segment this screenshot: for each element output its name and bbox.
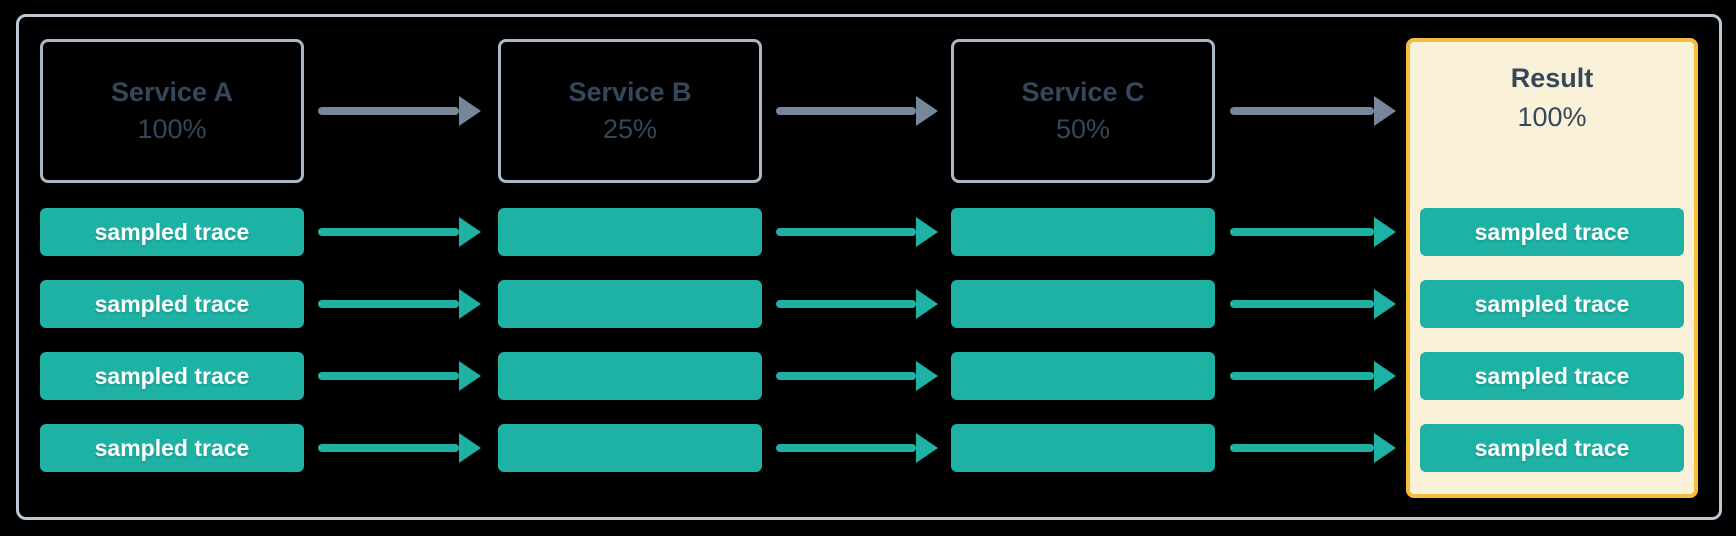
result-title: Result	[1510, 63, 1594, 93]
service-c-box: Service C 50%	[951, 39, 1215, 183]
trace-bar-label: sampled trace	[94, 290, 250, 317]
trace-bar-label: sampled trace	[94, 362, 250, 389]
trace-bar-a-1: sampled trace	[40, 208, 304, 256]
service-b-rate: 25%	[602, 113, 658, 144]
trace-bar-a-3: sampled trace	[40, 352, 304, 400]
result-rate: 100%	[1517, 101, 1587, 132]
trace-bar-c-4	[951, 424, 1215, 472]
service-c-rate: 50%	[1055, 113, 1111, 144]
trace-bar-label: sampled trace	[1474, 290, 1630, 317]
arrow-right-icon-b-to-c-row-2	[776, 289, 938, 319]
arrow-right-icon-b-to-c-services	[776, 96, 938, 126]
trace-bar-a-4: sampled trace	[40, 424, 304, 472]
arrow-right-icon-c-to-result-row-4	[1230, 433, 1396, 463]
trace-bar-label: sampled trace	[1474, 362, 1630, 389]
arrow-right-icon-a-to-b-row-4	[318, 433, 481, 463]
service-a-title: Service A	[110, 76, 234, 107]
trace-bar-a-2: sampled trace	[40, 280, 304, 328]
trace-bar-label: sampled trace	[1474, 434, 1630, 461]
arrow-right-icon-c-to-result-services	[1230, 96, 1396, 126]
trace-bar-b-1	[498, 208, 762, 256]
arrow-right-icon-c-to-result-row-2	[1230, 289, 1396, 319]
trace-bar-b-4	[498, 424, 762, 472]
trace-bar-label: sampled trace	[94, 218, 250, 245]
arrow-right-icon-a-to-b-row-3	[318, 361, 481, 391]
arrow-right-icon-c-to-result-row-1	[1230, 217, 1396, 247]
trace-bar-label: sampled trace	[1474, 218, 1630, 245]
trace-bar-result-1: sampled trace	[1420, 208, 1684, 256]
trace-bar-result-3: sampled trace	[1420, 352, 1684, 400]
trace-bar-c-2	[951, 280, 1215, 328]
arrow-right-icon-a-to-b-services	[318, 96, 481, 126]
arrow-right-icon-b-to-c-row-3	[776, 361, 938, 391]
service-a-rate: 100%	[137, 113, 207, 144]
trace-bar-c-1	[951, 208, 1215, 256]
service-b-title: Service B	[568, 76, 692, 107]
arrow-right-icon-b-to-c-row-1	[776, 217, 938, 247]
trace-bar-result-2: sampled trace	[1420, 280, 1684, 328]
trace-bar-c-3	[951, 352, 1215, 400]
result-header: Result 100%	[1410, 63, 1694, 132]
trace-bar-b-2	[498, 280, 762, 328]
arrow-right-icon-c-to-result-row-3	[1230, 361, 1396, 391]
arrow-right-icon-b-to-c-row-4	[776, 433, 938, 463]
service-c-title: Service C	[1021, 76, 1145, 107]
result-panel: Result 100% sampled trace sampled trace …	[1406, 38, 1698, 498]
service-a-box: Service A 100%	[40, 39, 304, 183]
service-b-box: Service B 25%	[498, 39, 762, 183]
arrow-right-icon-a-to-b-row-1	[318, 217, 481, 247]
diagram-outer-frame	[16, 14, 1722, 520]
trace-bar-result-4: sampled trace	[1420, 424, 1684, 472]
trace-bar-label: sampled trace	[94, 434, 250, 461]
trace-bar-b-3	[498, 352, 762, 400]
arrow-right-icon-a-to-b-row-2	[318, 289, 481, 319]
